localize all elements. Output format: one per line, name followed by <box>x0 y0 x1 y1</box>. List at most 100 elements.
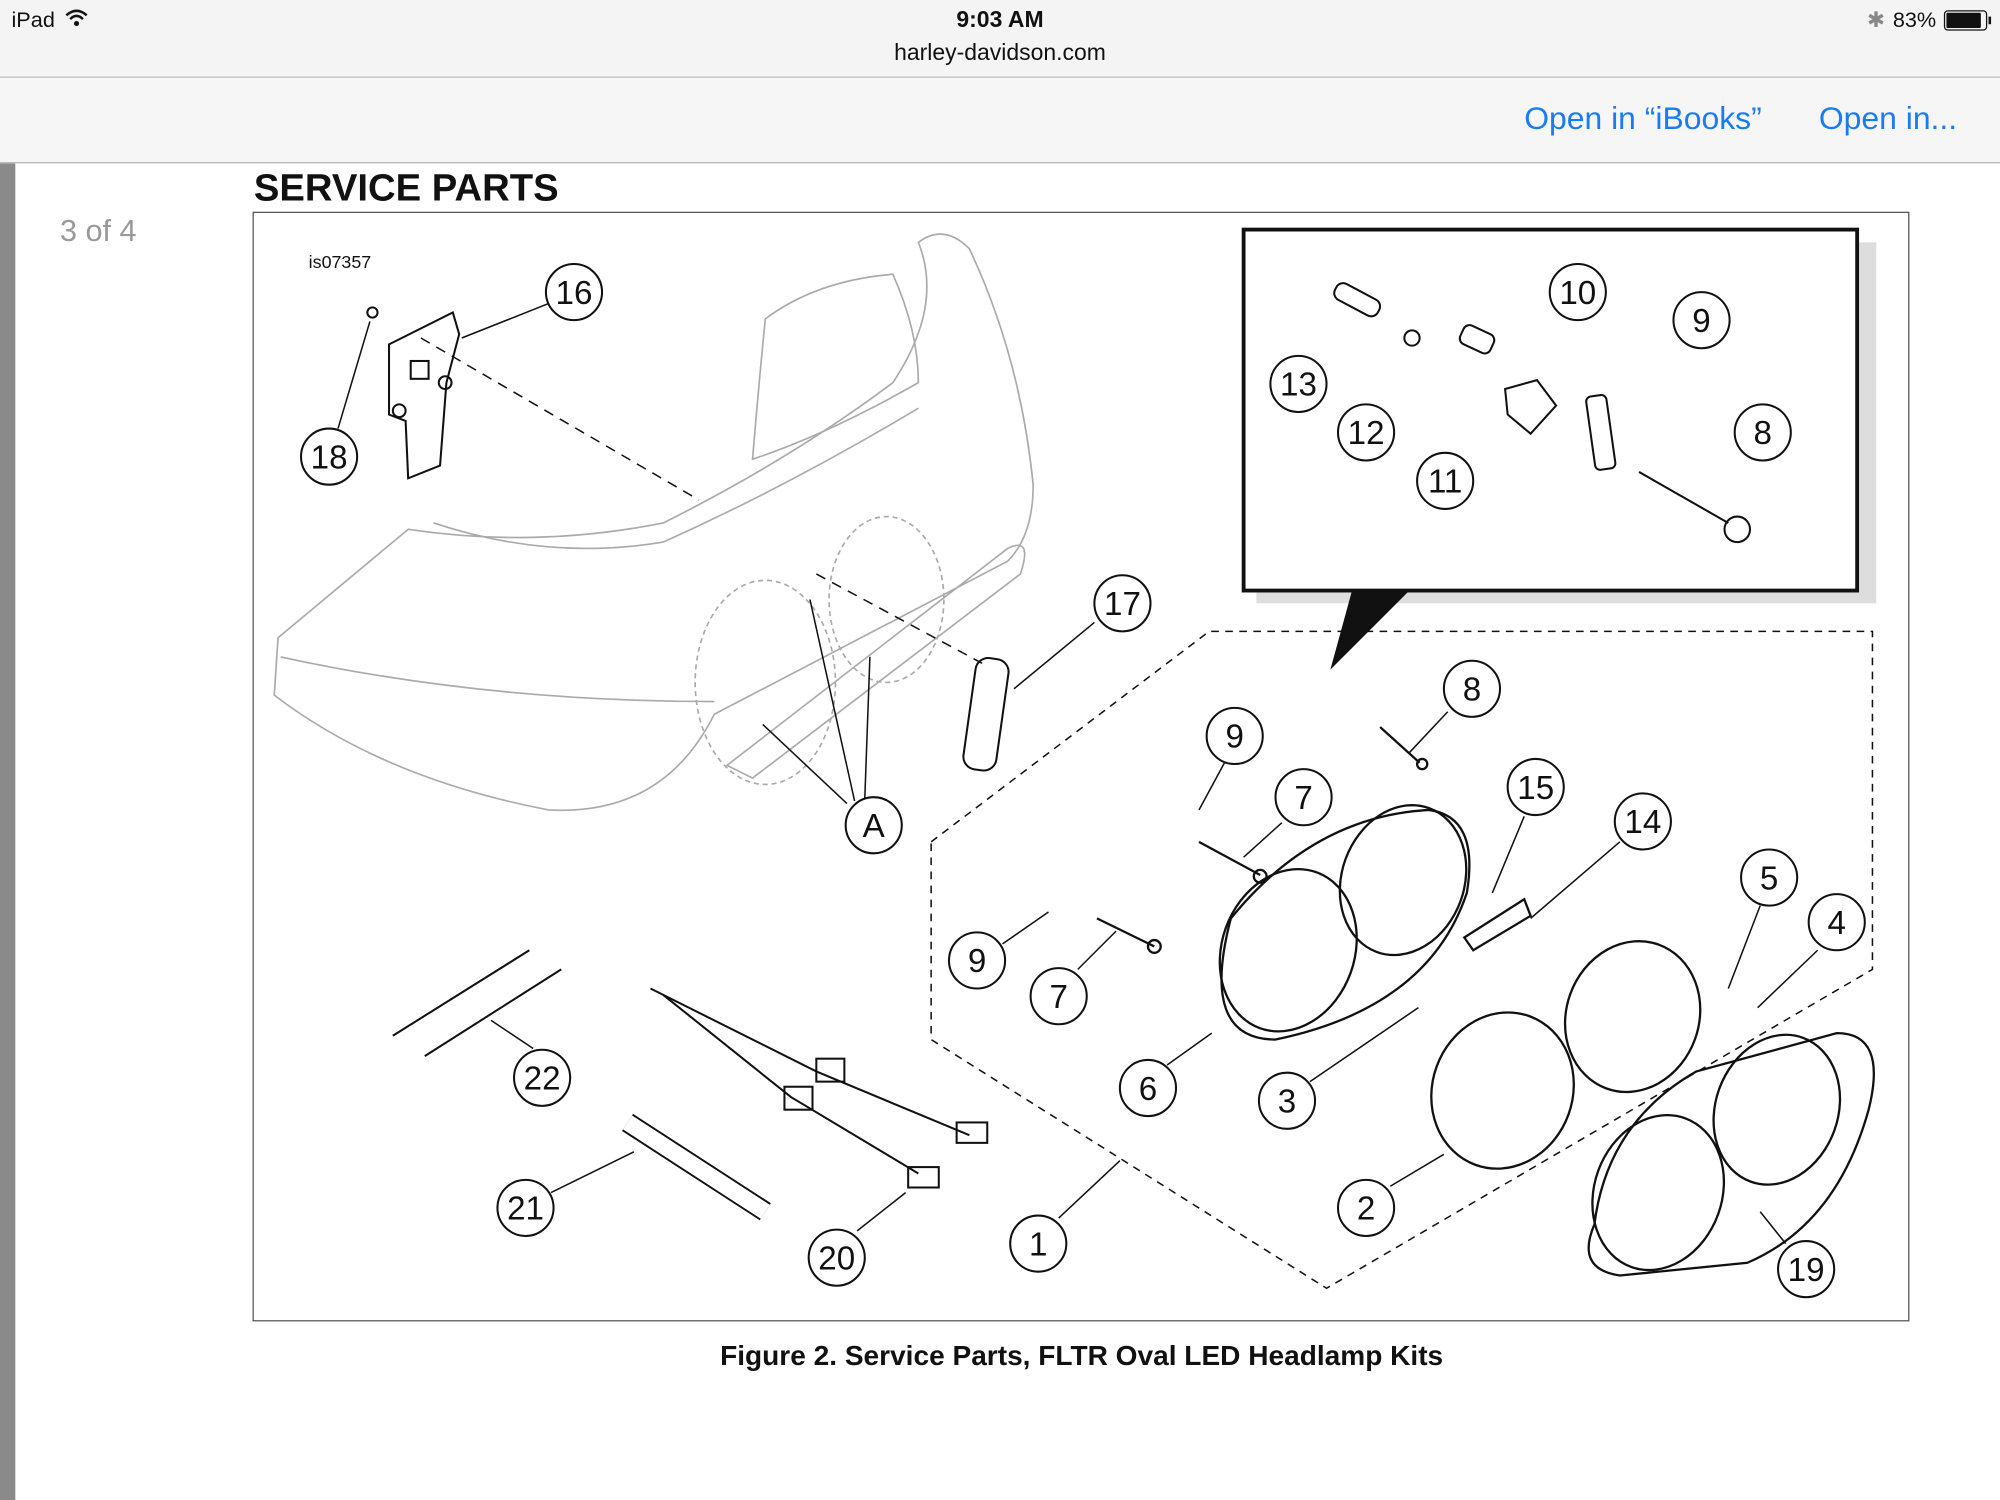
callout-7: 7 <box>1029 967 1088 1026</box>
callout-circle <box>1205 706 1264 766</box>
status-bar: iPad 9:03 AM harley-davidson.com ✱83% <box>0 0 2000 78</box>
callout-label: 4 <box>1828 905 1846 942</box>
callout-circle <box>1740 848 1799 907</box>
callout-circle <box>1506 757 1565 817</box>
callout-20: 20 <box>807 1228 866 1287</box>
callout-4: 4 <box>1807 893 1866 952</box>
callout-circle <box>1269 354 1328 414</box>
callout-21: 21 <box>496 1178 555 1237</box>
callout-circle <box>1093 574 1152 633</box>
plate-17 <box>962 657 1010 772</box>
callout-8: 8 <box>1733 403 1792 462</box>
open-in-button[interactable]: Open in... <box>1818 100 1958 137</box>
figure-id: is07357 <box>308 251 372 272</box>
callout-12: 12 <box>1336 403 1396 462</box>
battery-icon <box>1943 10 1992 31</box>
callout-15: 15 <box>1506 757 1565 817</box>
callout-18: 18 <box>299 427 359 486</box>
callout-label: 16 <box>556 275 593 312</box>
callout-label: 2 <box>1357 1191 1375 1228</box>
callout-circle <box>1416 451 1475 510</box>
callout-circle <box>1672 291 1731 350</box>
callout-8: 8 <box>1442 659 1502 718</box>
callout-label: A <box>863 808 886 845</box>
callout-label: 9 <box>1225 719 1243 756</box>
callout-circle <box>496 1178 555 1237</box>
wiring-parts <box>392 949 989 1221</box>
callout-circle <box>947 931 1007 990</box>
callout-label: 7 <box>1294 780 1312 817</box>
figure-caption: Figure 2. Service Parts, FLTR Oval LED H… <box>720 1339 1444 1372</box>
callout-label: 12 <box>1348 415 1385 452</box>
callout-circle <box>1257 1071 1317 1130</box>
callout-circle <box>1613 792 1672 851</box>
callout-circle <box>1733 403 1792 462</box>
callout-1: 1 <box>1009 1214 1068 1273</box>
url-label[interactable]: harley-davidson.com <box>894 39 1106 66</box>
clock: 9:03 AM <box>956 6 1044 32</box>
callout-circle <box>1009 1214 1068 1273</box>
callout-label: 1 <box>1029 1226 1047 1263</box>
callout-22: 22 <box>513 1048 572 1107</box>
callout-label: 10 <box>1559 275 1596 312</box>
figure-frame <box>252 211 1910 1322</box>
callout-label: 3 <box>1278 1084 1296 1121</box>
callout-10: 10 <box>1548 263 1607 322</box>
callout-circle <box>1029 967 1088 1026</box>
callout-label: 9 <box>968 943 986 980</box>
callout-circle <box>1118 1058 1178 1118</box>
callout-5: 5 <box>1740 848 1799 907</box>
callout-circle <box>513 1048 572 1107</box>
callout-9: 9 <box>1672 291 1731 350</box>
callout-16: 16 <box>544 263 604 322</box>
callout-7: 7 <box>1274 768 1333 827</box>
callout-circle <box>844 796 903 855</box>
page-indicator: 3 of 4 <box>59 214 137 249</box>
callout-circle <box>299 427 359 486</box>
callout-circle <box>544 263 604 322</box>
wifi-icon <box>65 8 88 34</box>
callout-label: 8 <box>1754 415 1772 452</box>
callout-label: 20 <box>818 1240 855 1277</box>
callout-label: 21 <box>507 1191 544 1228</box>
headlamp-assembly <box>1096 726 1875 1277</box>
callout-label: 19 <box>1788 1252 1825 1289</box>
callout-label: 9 <box>1692 303 1710 340</box>
callout-6: 6 <box>1118 1058 1178 1118</box>
fairing-outline <box>273 233 1034 812</box>
callout-9: 9 <box>1205 706 1264 766</box>
callout-circle <box>1777 1240 1836 1299</box>
callout-circle <box>1807 893 1866 952</box>
callout-circle <box>1336 1178 1396 1237</box>
callout-circle <box>1274 768 1333 827</box>
callout-label: 5 <box>1760 860 1778 897</box>
callout-13: 13 <box>1269 354 1328 414</box>
callout-9: 9 <box>947 931 1007 990</box>
callout-label: 7 <box>1049 979 1067 1016</box>
callout-19: 19 <box>1777 1240 1836 1299</box>
callout-3: 3 <box>1257 1071 1317 1130</box>
battery-percent: 83% <box>1892 7 1937 32</box>
callout-label: 15 <box>1517 770 1554 807</box>
mount-bracket <box>366 306 461 480</box>
callout-label: 14 <box>1624 804 1661 841</box>
bluetooth-icon: ✱ <box>1866 7 1886 32</box>
callout-label: 22 <box>524 1061 561 1098</box>
callout-circle <box>1336 403 1396 462</box>
page-heading: SERVICE PARTS <box>253 167 559 210</box>
callout-17: 17 <box>1093 574 1152 633</box>
open-in-ibooks-button[interactable]: Open in “iBooks” <box>1524 100 1762 137</box>
callout-label: 17 <box>1104 586 1141 623</box>
callout-circle <box>807 1228 866 1287</box>
callout-label: 13 <box>1280 367 1317 404</box>
callout-label: 18 <box>311 439 348 476</box>
callout-2: 2 <box>1336 1178 1396 1237</box>
document-toolbar: Open in “iBooks” Open in... <box>0 77 2000 164</box>
callout-label: 8 <box>1463 672 1481 709</box>
device-label: iPad <box>11 7 55 32</box>
scroll-edge <box>0 163 16 1500</box>
callout-14: 14 <box>1613 792 1672 851</box>
